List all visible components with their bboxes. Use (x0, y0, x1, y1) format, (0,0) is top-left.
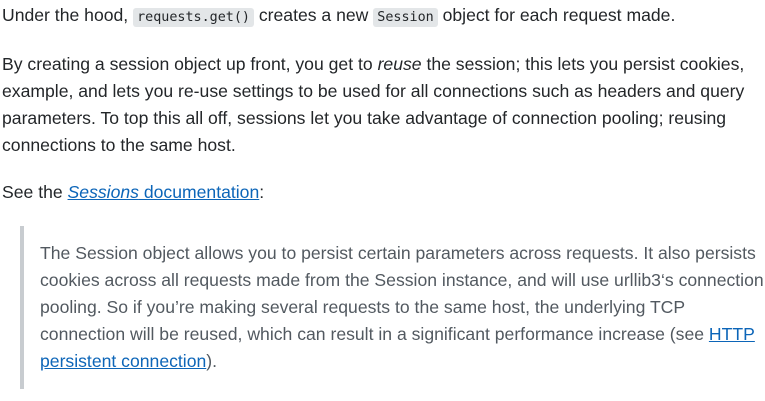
text: object for each request made. (437, 5, 676, 25)
inline-code-requests-get: requests.get() (133, 8, 254, 27)
paragraph-hood: Under the hood, requests.get() creates a… (2, 2, 765, 31)
answer-body: Under the hood, requests.get() creates a… (2, 2, 765, 389)
text: ). (206, 351, 218, 371)
quote-paragraph: The Session object allows you to persist… (40, 240, 765, 375)
text: the session; this lets you persist cooki… (2, 54, 745, 155)
paragraph-session-reuse: By creating a session object up front, y… (2, 51, 765, 159)
text: Under the hood, (2, 5, 134, 25)
quote-block: The Session object allows you to persist… (20, 226, 765, 389)
quote-text: The Session object allows you to persist… (40, 243, 764, 344)
text: By creating a session object up front, y… (2, 54, 378, 74)
paragraph-see-docs: See the Sessions documentation: (2, 179, 765, 206)
text: : (259, 182, 265, 202)
inline-code-session: Session (373, 8, 438, 27)
link-text: documentation (138, 182, 260, 202)
sessions-documentation-link[interactable]: Sessions documentation (68, 182, 260, 202)
link-emphasis: Sessions (67, 182, 139, 202)
text: creates a new (253, 5, 374, 25)
http-persistent-connection-link[interactable]: HTTP persistent connection (40, 324, 755, 371)
emphasis-reuse: reuse (377, 54, 422, 74)
text: See the (2, 182, 68, 202)
